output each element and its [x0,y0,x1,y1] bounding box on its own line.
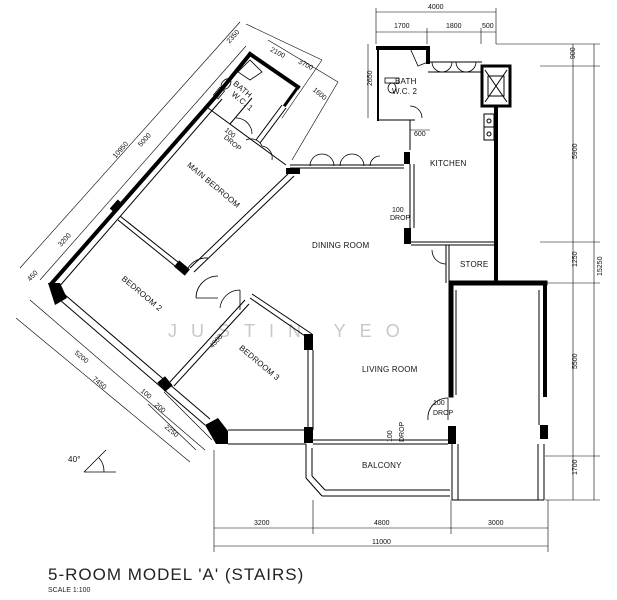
svg-text:3000: 3000 [488,520,504,527]
svg-text:2100: 2100 [269,47,286,61]
svg-text:500: 500 [482,23,494,30]
svg-text:7450: 7450 [91,376,108,391]
svg-text:2650: 2650 [367,70,374,86]
svg-text:DROP: DROP [399,421,406,442]
interior-walls [57,61,545,501]
svg-text:10950: 10950 [112,141,130,160]
svg-text:3200: 3200 [254,520,270,527]
svg-text:4800: 4800 [374,520,390,527]
svg-text:DROP: DROP [433,410,454,417]
room-label-store: STORE [460,260,488,269]
room-label-living-room: LIVING ROOM [362,365,418,374]
svg-text:11000: 11000 [372,539,391,546]
watermark: JUSTIN YEO [168,321,414,341]
svg-text:4000: 4000 [428,4,444,11]
room-label-main-bedroom: MAIN BEDROOM [185,160,241,209]
svg-text:100: 100 [392,207,404,214]
svg-text:3700: 3700 [297,59,314,73]
svg-text:3200: 3200 [57,232,73,248]
room-label-bedroom2: BEDROOM 2 [120,274,164,313]
svg-text:5500: 5500 [572,353,579,369]
svg-text:600: 600 [414,131,426,138]
svg-text:100: 100 [139,388,153,401]
svg-text:200: 200 [153,402,167,415]
svg-text:DROP: DROP [390,215,411,222]
svg-text:1700: 1700 [394,23,410,30]
walls [49,46,548,398]
svg-text:1700: 1700 [572,459,579,475]
svg-text:100: 100 [387,430,394,442]
svg-text:100: 100 [433,400,445,407]
svg-text:2350: 2350 [226,29,242,45]
room-label-wc2: W.C. 2 [392,87,418,96]
room-label-balcony: BALCONY [362,461,402,470]
room-label-kitchen: KITCHEN [430,159,467,168]
north-angle-label: 40° [68,455,81,464]
svg-text:900: 900 [570,47,577,59]
dimension-text: 4000 1700 1800 500 2650 600 900 5900 125… [27,4,604,546]
room-label-dining-room: DINING ROOM [312,241,369,250]
plan-scale: SCALE 1:100 [48,587,91,594]
svg-text:1800: 1800 [446,23,462,30]
svg-text:1250: 1250 [572,251,579,267]
svg-text:1600: 1600 [311,87,328,102]
room-label-bath2: BATH [395,77,417,86]
svg-text:450: 450 [27,270,40,283]
north-indicator [83,449,116,473]
svg-text:5200: 5200 [73,350,90,365]
svg-text:15250: 15250 [597,256,604,276]
plan-title: 5-ROOM MODEL 'A' (STAIRS) [48,565,304,584]
dimension-lines [15,8,600,552]
columns [48,152,548,444]
svg-text:5900: 5900 [572,143,579,159]
doors [187,47,477,421]
drop-notes: 100 DROP 100 DROP 100 DROP 100 DROP [222,127,453,442]
room-label-bedroom3: BEDROOM 3 [237,343,281,382]
